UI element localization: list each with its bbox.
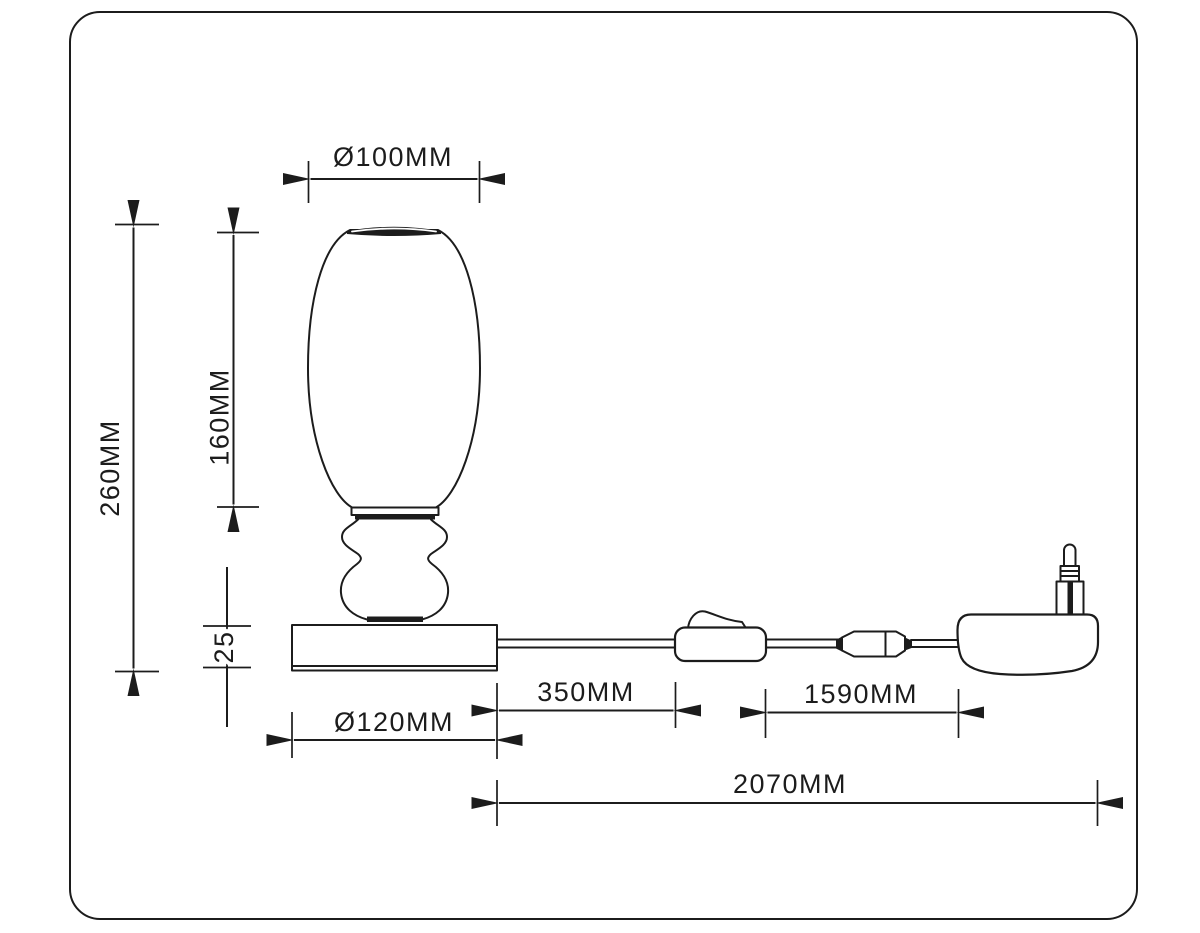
dimension-cord-total: 2070MM [471,769,1123,826]
plug-body [956,613,1100,676]
dim-label-base-diameter: Ø120MM [334,707,454,737]
cord-coupling [836,630,912,658]
lamp-base [291,624,498,672]
plug-pin-ribbed-section [1059,565,1080,583]
plug-prong-stripe [1067,581,1073,616]
coupling-barrel [841,630,906,658]
dimension-shade-height: 160MM [205,207,259,532]
dim-label-base-thickness: 25 [209,630,239,663]
dimension-base-diameter: Ø120MM [266,683,523,759]
lamp-stem [339,518,450,621]
dim-label-shade-height: 160MM [205,368,235,466]
dimension-cord-switch-to-plug: 1590MM [740,679,984,738]
lamp-shade-outline [307,229,481,509]
dimension-base-thickness: 25 [203,567,251,727]
dimension-shade-diameter: Ø100MM [283,142,505,203]
border-frame [69,11,1138,920]
switch-rocker-lever [687,610,748,630]
shade-top-cap-highlight [351,227,437,233]
cord-segment-coupling-to-plug [910,639,960,648]
cord-segment-switch-to-coupling [764,638,841,649]
coupling-left-collar [836,636,842,652]
shade-collar [350,506,440,516]
shade-collar-band [355,514,435,520]
dim-label-cord-base-to-switch: 350MM [537,677,635,707]
coupling-right-collar [905,637,912,651]
dim-label-cord-total: 2070MM [733,769,847,799]
switch-body [673,626,768,663]
dimension-total-height: 260MM [95,200,159,696]
dim-label-shade-diameter: Ø100MM [333,142,453,172]
table-lamp-figure [291,226,1100,676]
cord-segment-base-to-switch [496,638,678,649]
dimension-cord-base-to-switch: 350MM [471,677,701,728]
dim-label-total-height: 260MM [95,419,125,517]
stem-foot-band [367,616,423,622]
inline-switch [673,610,768,663]
dim-label-cord-switch-to-plug: 1590MM [804,679,918,709]
power-plug [956,543,1100,676]
